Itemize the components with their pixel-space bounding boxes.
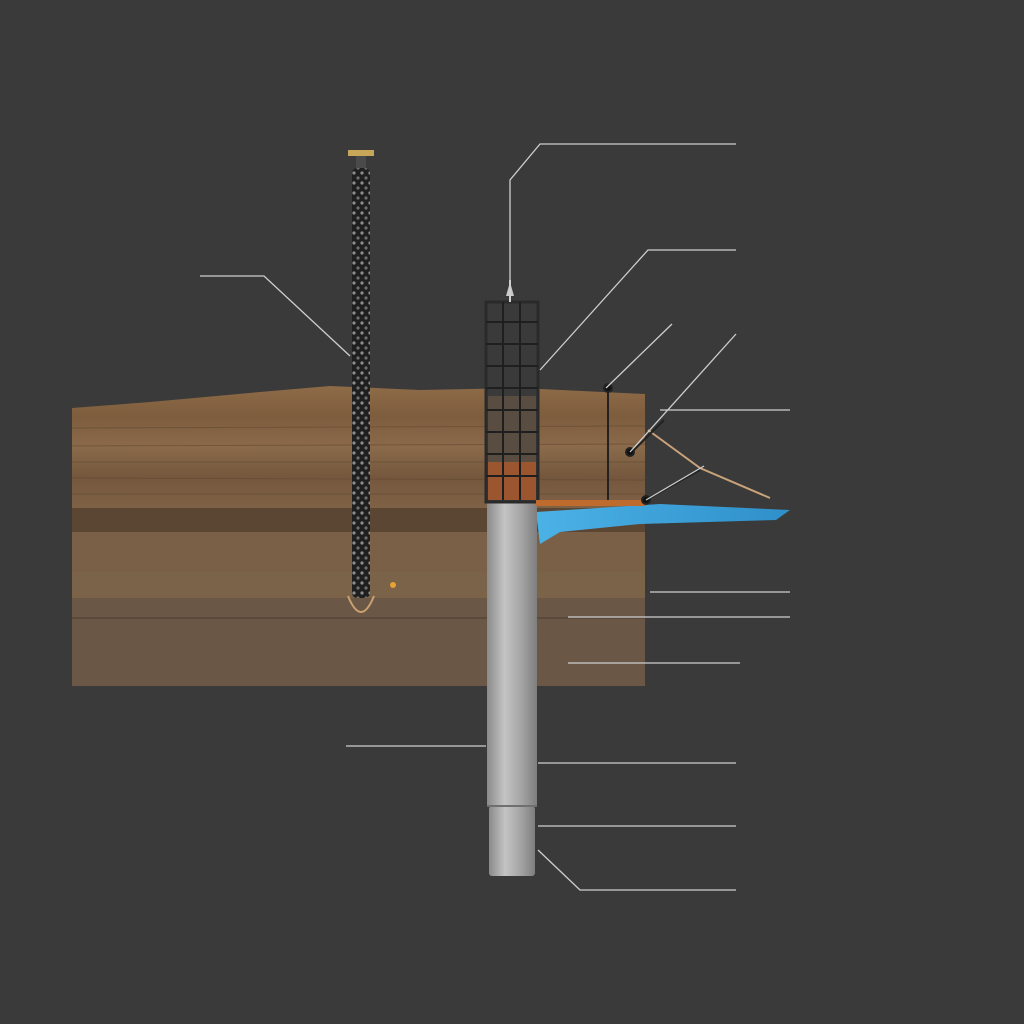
casing-pipe-icon [487, 500, 537, 876]
